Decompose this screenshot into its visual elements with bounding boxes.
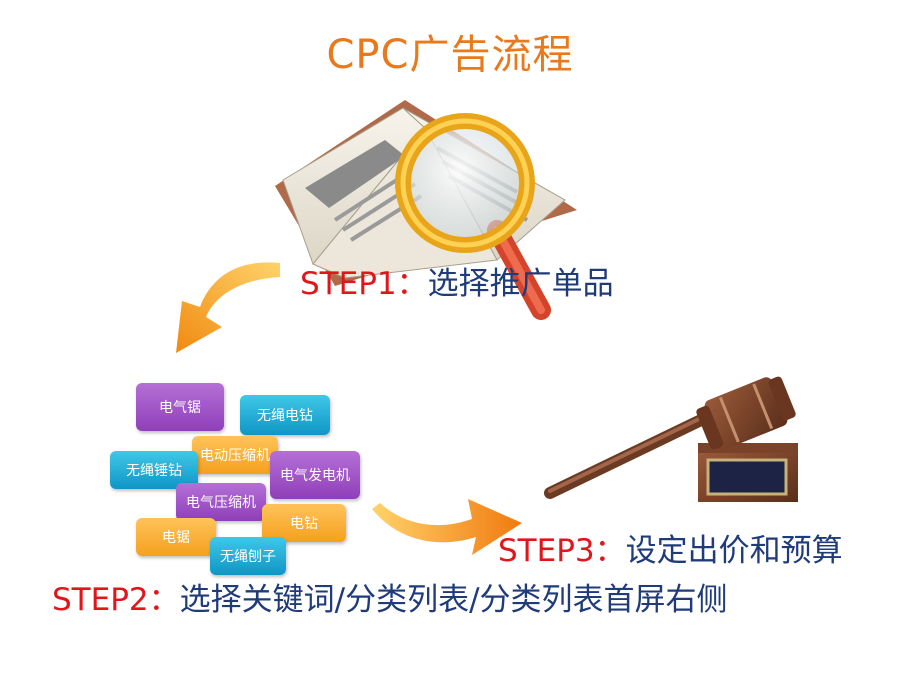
keyword-tag: 无绳电钻	[240, 395, 330, 435]
page-title: CPC广告流程	[326, 32, 574, 78]
keyword-tag: 电锯	[136, 518, 216, 556]
step1-caption: STEP1：选择推广单品	[300, 258, 614, 303]
step3-text: 设定出价和预算	[625, 533, 843, 569]
keyword-tag: 电气压缩机	[176, 483, 266, 521]
step2-separator: ：	[148, 582, 180, 618]
step3-label: STEP3	[498, 533, 595, 569]
keyword-tag: 电气锯	[136, 383, 224, 431]
curved-arrow-right-icon	[372, 499, 522, 555]
keyword-tag: 电动压缩机	[192, 436, 278, 474]
keyword-tag: 电气发电机	[270, 451, 360, 499]
step1-label: STEP1	[300, 266, 397, 302]
auction-gavel-icon	[544, 376, 798, 502]
step1-separator: ：	[396, 266, 428, 302]
keyword-tag: 电钻	[262, 504, 346, 542]
step1-text: 选择推广单品	[427, 266, 614, 302]
keyword-tag: 无绳刨子	[210, 537, 286, 575]
step2-caption: STEP2：选择关键词/分类列表/分类列表首屏右侧	[52, 574, 728, 619]
open-book-magnifier-icon	[275, 100, 577, 320]
step2-label: STEP2	[52, 582, 149, 618]
step2-text: 选择关键词/分类列表/分类列表首屏右侧	[179, 582, 728, 618]
step3-caption: STEP3：设定出价和预算	[498, 525, 843, 570]
keyword-tag: 无绳锤钻	[110, 451, 198, 489]
step3-separator: ：	[594, 533, 626, 569]
curved-arrow-down-icon	[176, 262, 280, 353]
